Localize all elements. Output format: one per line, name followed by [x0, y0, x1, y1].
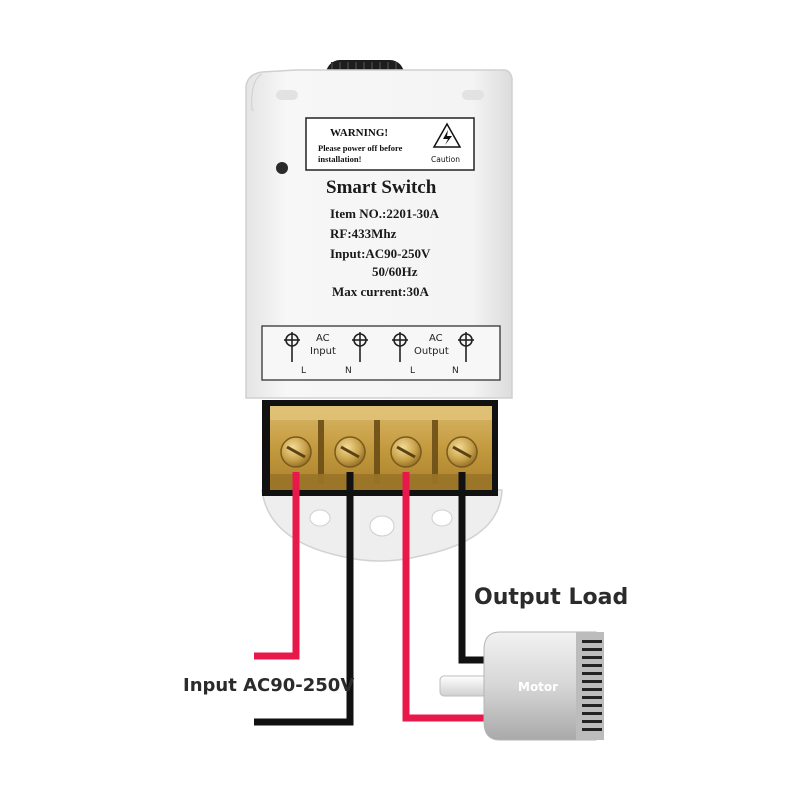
input-live-wire: [254, 472, 300, 660]
input-terminal-label: Input: [310, 346, 336, 357]
frequency-rating: 50/60Hz: [372, 264, 418, 279]
input-neutral-wire: [254, 472, 354, 726]
motor-label: Motor: [518, 680, 558, 694]
mount-hole-center: [369, 515, 395, 537]
warning-title: WARNING!: [330, 127, 388, 139]
warning-box: WARNING! Please power off before install…: [305, 117, 475, 171]
motor: Motor: [439, 631, 604, 741]
input-voltage-label: Input AC90-250V: [183, 675, 354, 696]
terminal-screw-3: [390, 436, 422, 468]
terminal-2-label: N: [345, 366, 352, 376]
output-load-label: Output Load: [474, 585, 628, 610]
terminal-4-label: N: [452, 366, 459, 376]
warning-line2: installation!: [318, 154, 362, 164]
input-rating: Input:AC90-250V: [330, 246, 431, 261]
motor-cooling-vents: [582, 640, 602, 731]
terminal-1-label: L: [301, 366, 306, 376]
terminal-block: [262, 400, 498, 496]
terminal-legend: AC Input AC Output L N L N: [261, 325, 501, 381]
status-led: [276, 162, 288, 174]
terminal-symbol-1: [284, 332, 300, 362]
item-number: Item NO.:2201-30A: [330, 206, 440, 221]
output-ac-label: AC: [429, 333, 443, 344]
terminal-screw-1: [280, 436, 312, 468]
caution-label: Caution: [431, 155, 460, 164]
mount-slot-right: [462, 90, 484, 100]
terminal-symbol-2: [352, 332, 368, 362]
terminal-screw-4: [446, 436, 478, 468]
rf-frequency: RF:433Mhz: [330, 226, 397, 241]
warning-line1: Please power off before: [318, 143, 403, 153]
mount-hole-right: [431, 509, 453, 527]
output-live-wire: [402, 472, 494, 722]
mount-hole-left: [309, 509, 331, 527]
max-current-rating: Max current:30A: [332, 284, 429, 299]
terminal-symbol-3: [392, 332, 408, 362]
terminal-screw-2: [334, 436, 366, 468]
terminal-3-label: L: [410, 366, 415, 376]
product-title: Smart Switch: [326, 177, 437, 198]
terminal-symbol-4: [458, 332, 474, 362]
input-ac-label: AC: [316, 333, 330, 344]
mount-slot-left: [276, 90, 298, 100]
output-terminal-label: Output: [414, 346, 449, 357]
